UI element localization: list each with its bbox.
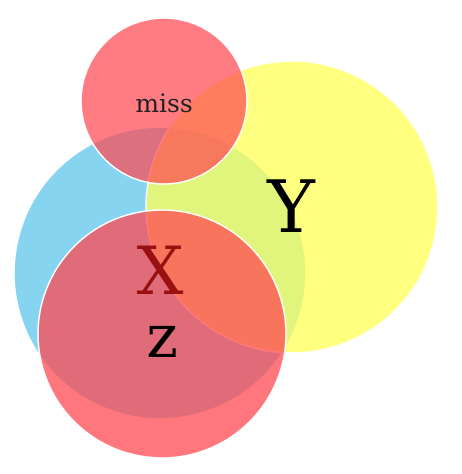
label-miss: miss [135, 89, 192, 118]
label-z: z [146, 302, 178, 372]
label-x: X [137, 233, 184, 310]
set-circle-miss [80, 17, 248, 185]
set-circle-z [37, 209, 287, 459]
label-y: Y [266, 165, 316, 249]
